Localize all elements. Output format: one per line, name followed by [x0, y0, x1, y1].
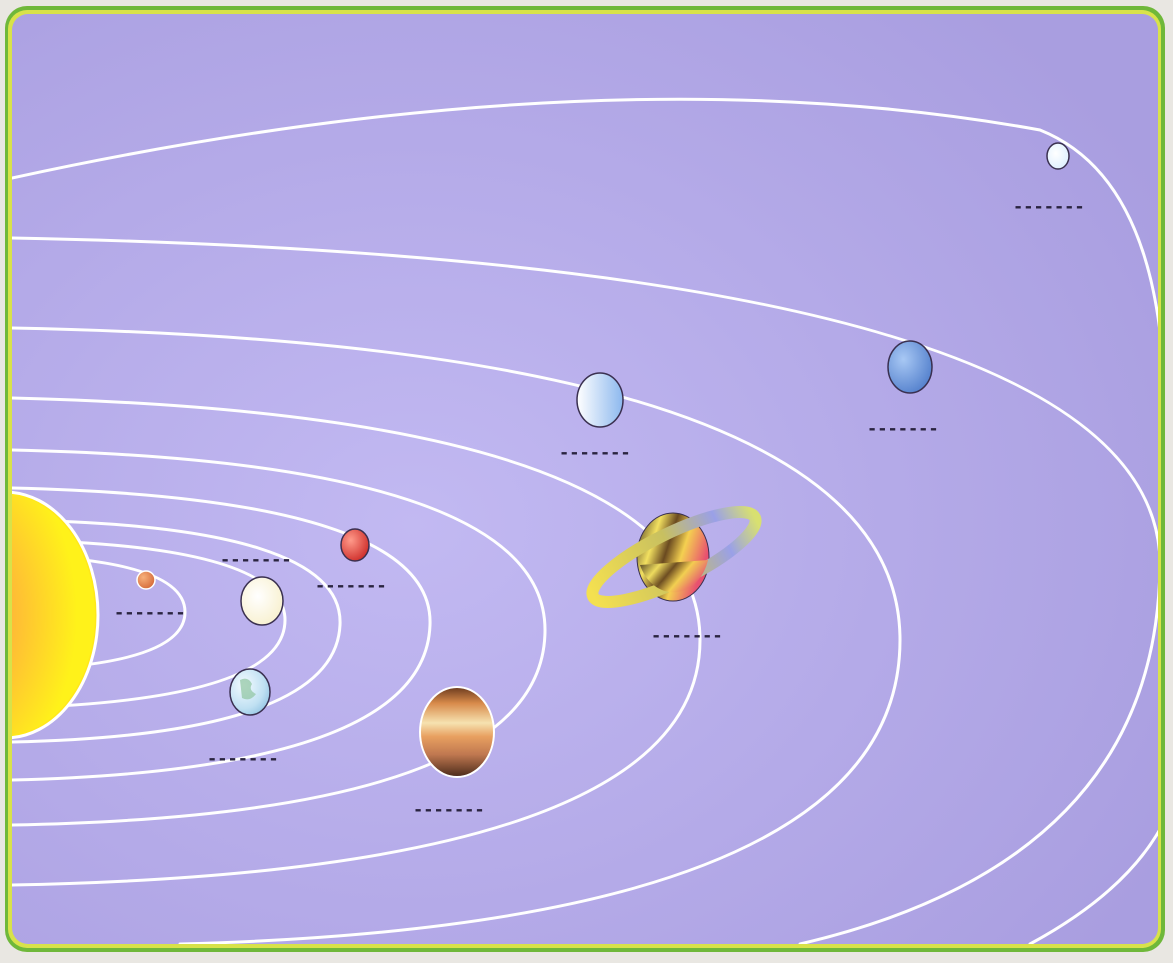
- planet-7: [576, 372, 624, 428]
- orbit-path: [12, 486, 432, 782]
- sun-glow: [12, 495, 95, 735]
- sun: [12, 490, 100, 740]
- planet-2: [240, 576, 284, 626]
- ring-front-shade: [640, 560, 708, 593]
- banded-planet-icon: [419, 686, 495, 778]
- orbit-path: [12, 236, 1158, 944]
- planet-1: [136, 570, 156, 590]
- planet-9: [1046, 142, 1070, 170]
- label-blank-planet-5: -------: [413, 800, 485, 820]
- orbit-path: [1028, 818, 1158, 944]
- orbit-path: [12, 538, 287, 710]
- red-planet-icon: [340, 528, 370, 562]
- planet-6: [586, 506, 762, 608]
- orbit-path: [12, 97, 1158, 422]
- cream-planet-icon: [240, 576, 284, 626]
- label-blank-planet-6: -------: [651, 626, 723, 646]
- orbit-path: [12, 553, 187, 672]
- blue-planet-icon: [887, 340, 933, 394]
- planet-3: [229, 668, 271, 716]
- orbit-path: [12, 518, 342, 744]
- space-background: [12, 14, 1158, 944]
- orbit-path: [12, 326, 902, 944]
- label-blank-planet-4: -------: [315, 576, 387, 596]
- planet-4: [340, 528, 370, 562]
- orbit-path: [12, 396, 702, 887]
- label-blank-planet-8: -------: [867, 419, 939, 439]
- orbits-group: [12, 97, 1158, 944]
- orbit-path: [12, 448, 547, 827]
- tiny-pale-planet-icon: [1046, 142, 1070, 170]
- label-blank-planet-1: -------: [114, 603, 186, 623]
- label-blank-planet-2: -------: [220, 550, 292, 570]
- earth-landmass: [240, 678, 256, 700]
- planet-5: [419, 686, 495, 778]
- planet-8: [887, 340, 933, 394]
- label-blank-planet-9: -------: [1013, 197, 1085, 217]
- label-blank-planet-3: -------: [207, 749, 279, 769]
- pale-blue-planet-icon: [576, 372, 624, 428]
- label-blank-planet-7: -------: [559, 443, 631, 463]
- small-orange-planet-icon: [136, 570, 156, 590]
